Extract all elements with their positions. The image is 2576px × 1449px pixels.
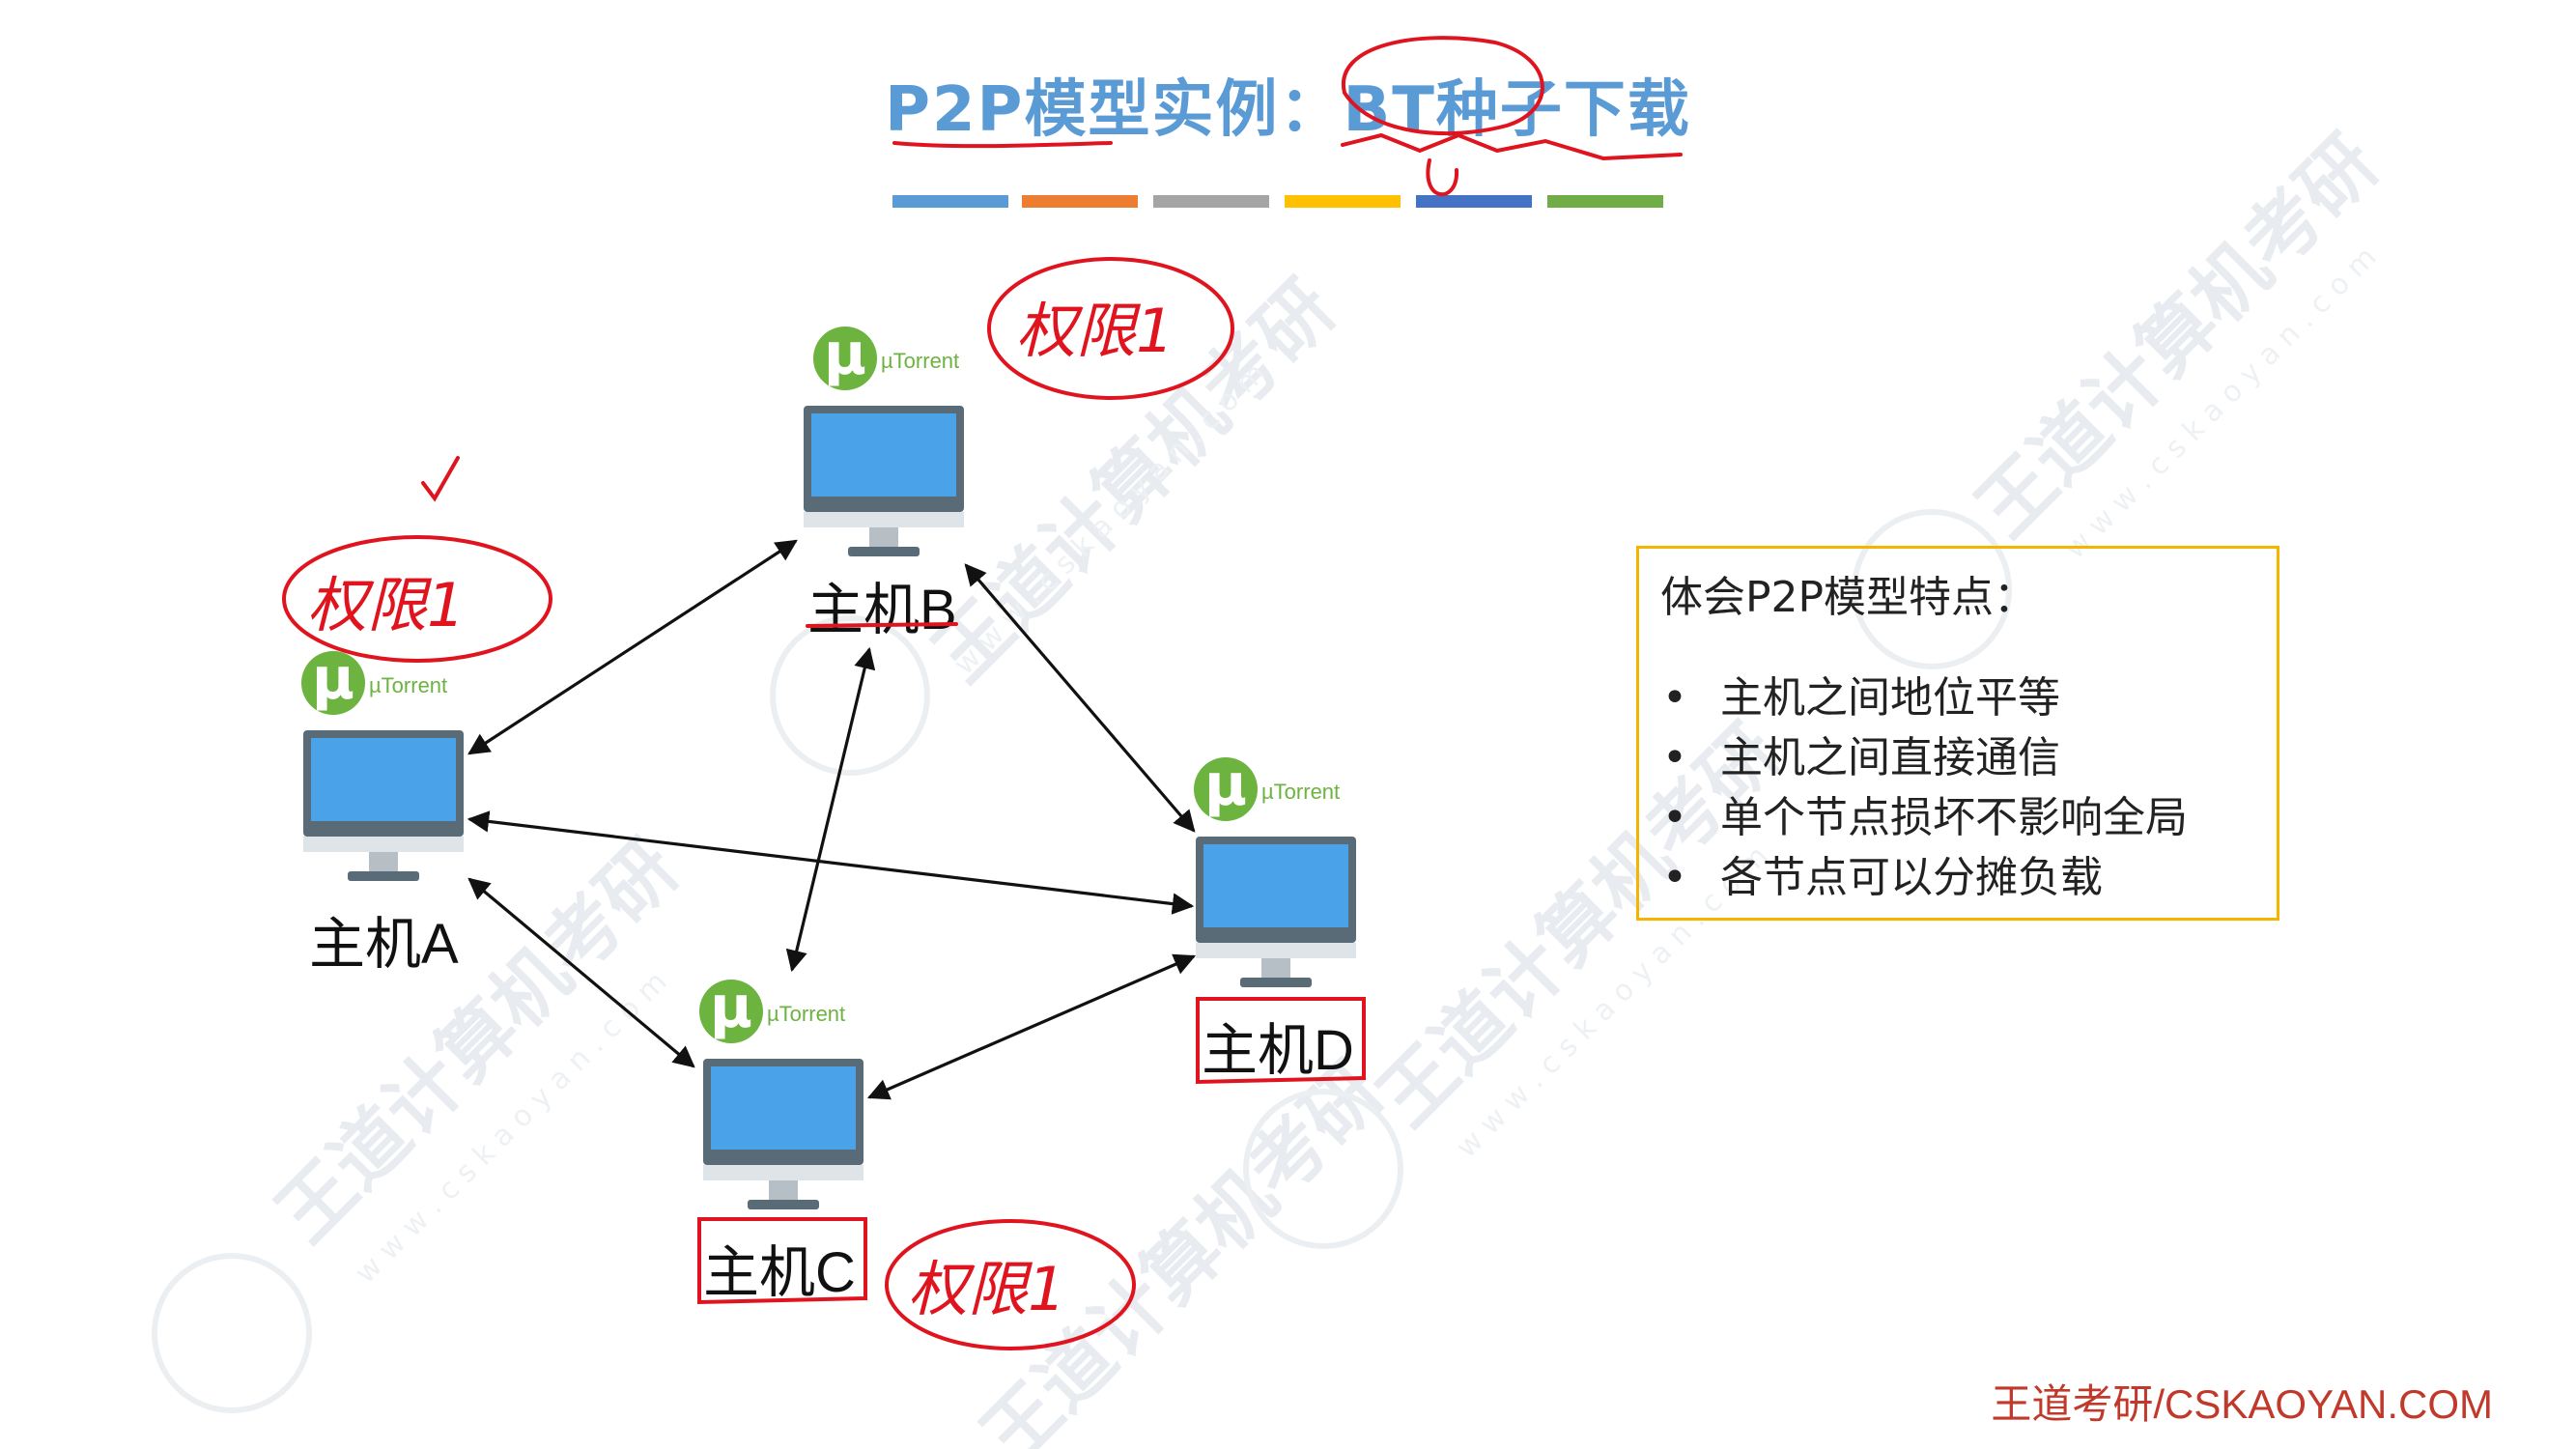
utorrent-logo-icon: µ <box>699 979 763 1043</box>
utorrent-logo-icon: µ <box>1194 756 1258 821</box>
feature-text: 主机之间直接通信 <box>1720 733 2060 782</box>
bullet: • <box>1662 733 1687 782</box>
link-a-b <box>467 539 798 755</box>
link-a-c <box>467 877 695 1068</box>
footer-brand: 王道考研/CSKAOYAN.COM <box>1991 1381 2493 1427</box>
host-label-d: 主机D <box>1202 1019 1354 1082</box>
link-b-c <box>785 646 876 973</box>
features-heading: 体会P2P模型特点： <box>1660 573 2037 622</box>
utorrent-badge: µ µTorrent <box>699 979 846 1043</box>
bullet: • <box>1662 793 1687 842</box>
computer-icon <box>701 1059 865 1223</box>
title-colorbar-1 <box>892 195 1008 208</box>
list-item: • 各节点可以分摊负载 <box>1660 848 2255 908</box>
computer-icon <box>1194 837 1358 1001</box>
link-c-d <box>866 953 1197 1100</box>
utorrent-badge: µ µTorrent <box>1194 756 1341 821</box>
utorrent-label: µTorrent <box>881 349 960 373</box>
host-label-a: 主机A <box>309 913 459 976</box>
title-colorbar-3 <box>1153 195 1269 208</box>
features-list: • 主机之间地位平等 • 主机之间直接通信 • 单个节点损坏不影响全局 • 各节点可以分… <box>1660 668 2255 908</box>
link-a-d <box>467 810 1195 915</box>
utorrent-label: µTorrent <box>767 1002 846 1026</box>
list-item: • 单个节点损坏不影响全局 <box>1660 788 2255 848</box>
utorrent-badge: µ µTorrent <box>813 326 960 390</box>
bullet: • <box>1662 853 1687 902</box>
utorrent-label: µTorrent <box>1261 780 1341 804</box>
list-item: • 主机之间直接通信 <box>1660 728 2255 788</box>
p2p-features-box: 体会P2P模型特点： • 主机之间地位平等 • 主机之间直接通信 • 单个节点损坏不影… <box>1636 546 2279 921</box>
title-colorbar-5 <box>1416 195 1532 208</box>
feature-text: 单个节点损坏不影响全局 <box>1720 793 2188 842</box>
title-colorbar-6 <box>1547 195 1663 208</box>
utorrent-label: µTorrent <box>369 673 448 697</box>
title-colorbar-2 <box>1022 195 1138 208</box>
utorrent-logo-icon: µ <box>301 650 365 715</box>
feature-text: 各节点可以分摊负载 <box>1720 853 2103 902</box>
link-b-d <box>964 563 1196 833</box>
host-label-b: 主机B <box>807 579 957 641</box>
computer-icon <box>301 730 466 895</box>
feature-text: 主机之间地位平等 <box>1720 673 2060 723</box>
list-item: • 主机之间地位平等 <box>1660 668 2255 728</box>
bullet: • <box>1662 673 1687 723</box>
utorrent-logo-icon: µ <box>813 326 877 390</box>
utorrent-badge: µ µTorrent <box>301 650 448 715</box>
title-colorbar-4 <box>1285 195 1401 208</box>
computer-icon <box>802 406 966 570</box>
host-label-c: 主机C <box>703 1241 856 1304</box>
